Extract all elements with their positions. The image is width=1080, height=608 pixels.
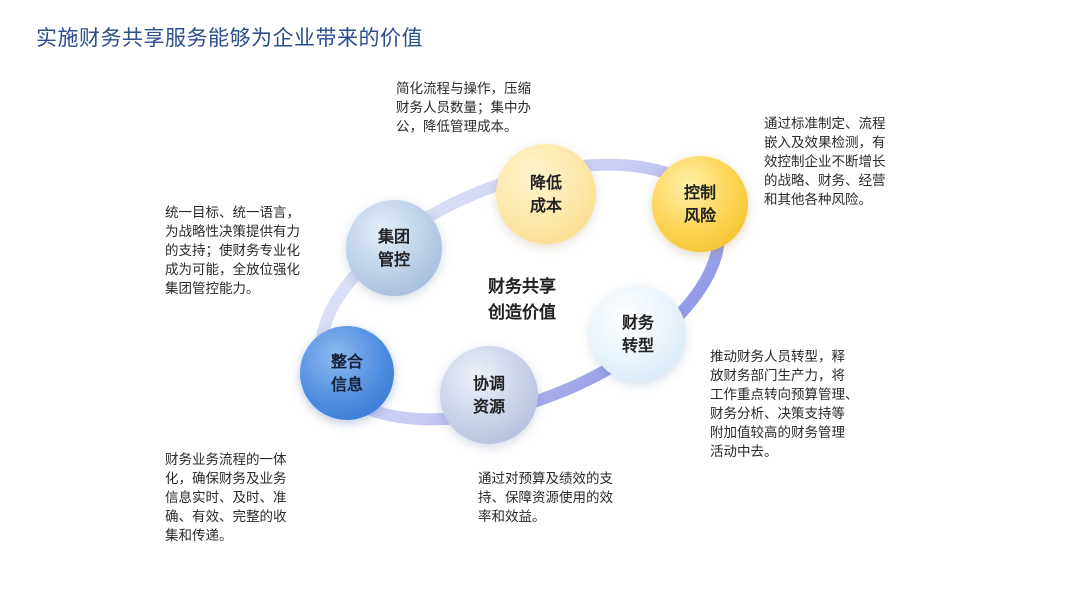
center-label: 财务共享 创造价值: [468, 274, 576, 326]
node-integrate-info: 整合 信息: [300, 326, 394, 420]
node-control-risk-line2: 风险: [683, 206, 716, 225]
node-integrate-info-line2: 信息: [330, 375, 363, 394]
desc-coordinate-resources: 通过对预算及绩效的支 持、保障资源使用的效 率和效益。: [478, 471, 613, 525]
desc-integrate-info: 财务业务流程的一体 化，确保财务及业务 信息实时、及时、准 确、有效、完整的收 …: [165, 452, 287, 544]
node-finance-transform-line2: 转型: [621, 336, 654, 355]
node-control-risk-line1: 控制: [683, 183, 716, 202]
node-reduce-cost-line1: 降低: [529, 173, 562, 192]
node-reduce-cost-line2: 成本: [529, 196, 562, 215]
desc-finance-transform: 推动财务人员转型，释 放财务部门生产力，将 工作重点转向预算管理、 财务分析、决…: [710, 349, 859, 460]
page-title: 实施财务共享服务能够为企业带来的价值: [36, 26, 423, 50]
node-group-control-line1: 集团: [377, 227, 410, 246]
center-label-line2: 创造价值: [488, 303, 556, 323]
node-control-risk: 控制 风险: [652, 156, 748, 252]
desc-control-risk: 通过标准制定、流程 嵌入及效果检测，有 效控制企业不断增长 的战略、财务、经营 …: [764, 116, 886, 208]
node-group-control-line2: 管控: [377, 250, 410, 269]
desc-group-control: 统一目标、统一语言， 为战略性决策提供有力 的支持；使财务专业化 成为可能，全放…: [165, 205, 300, 297]
node-coordinate-resources-line2: 资源: [472, 397, 505, 416]
node-reduce-cost: 降低 成本: [496, 144, 596, 244]
center-label-line1: 财务共享: [488, 277, 556, 297]
node-coordinate-resources: 协调 资源: [440, 346, 538, 444]
desc-reduce-cost: 简化流程与操作，压缩 财务人员数量；集中办 公，降低管理成本。: [396, 81, 531, 135]
node-group-control: 集团 管控: [346, 200, 442, 296]
node-coordinate-resources-line1: 协调: [472, 374, 505, 393]
node-finance-transform-line1: 财务: [621, 313, 654, 332]
node-integrate-info-line1: 整合: [330, 352, 363, 371]
node-finance-transform: 财务 转型: [590, 286, 686, 382]
